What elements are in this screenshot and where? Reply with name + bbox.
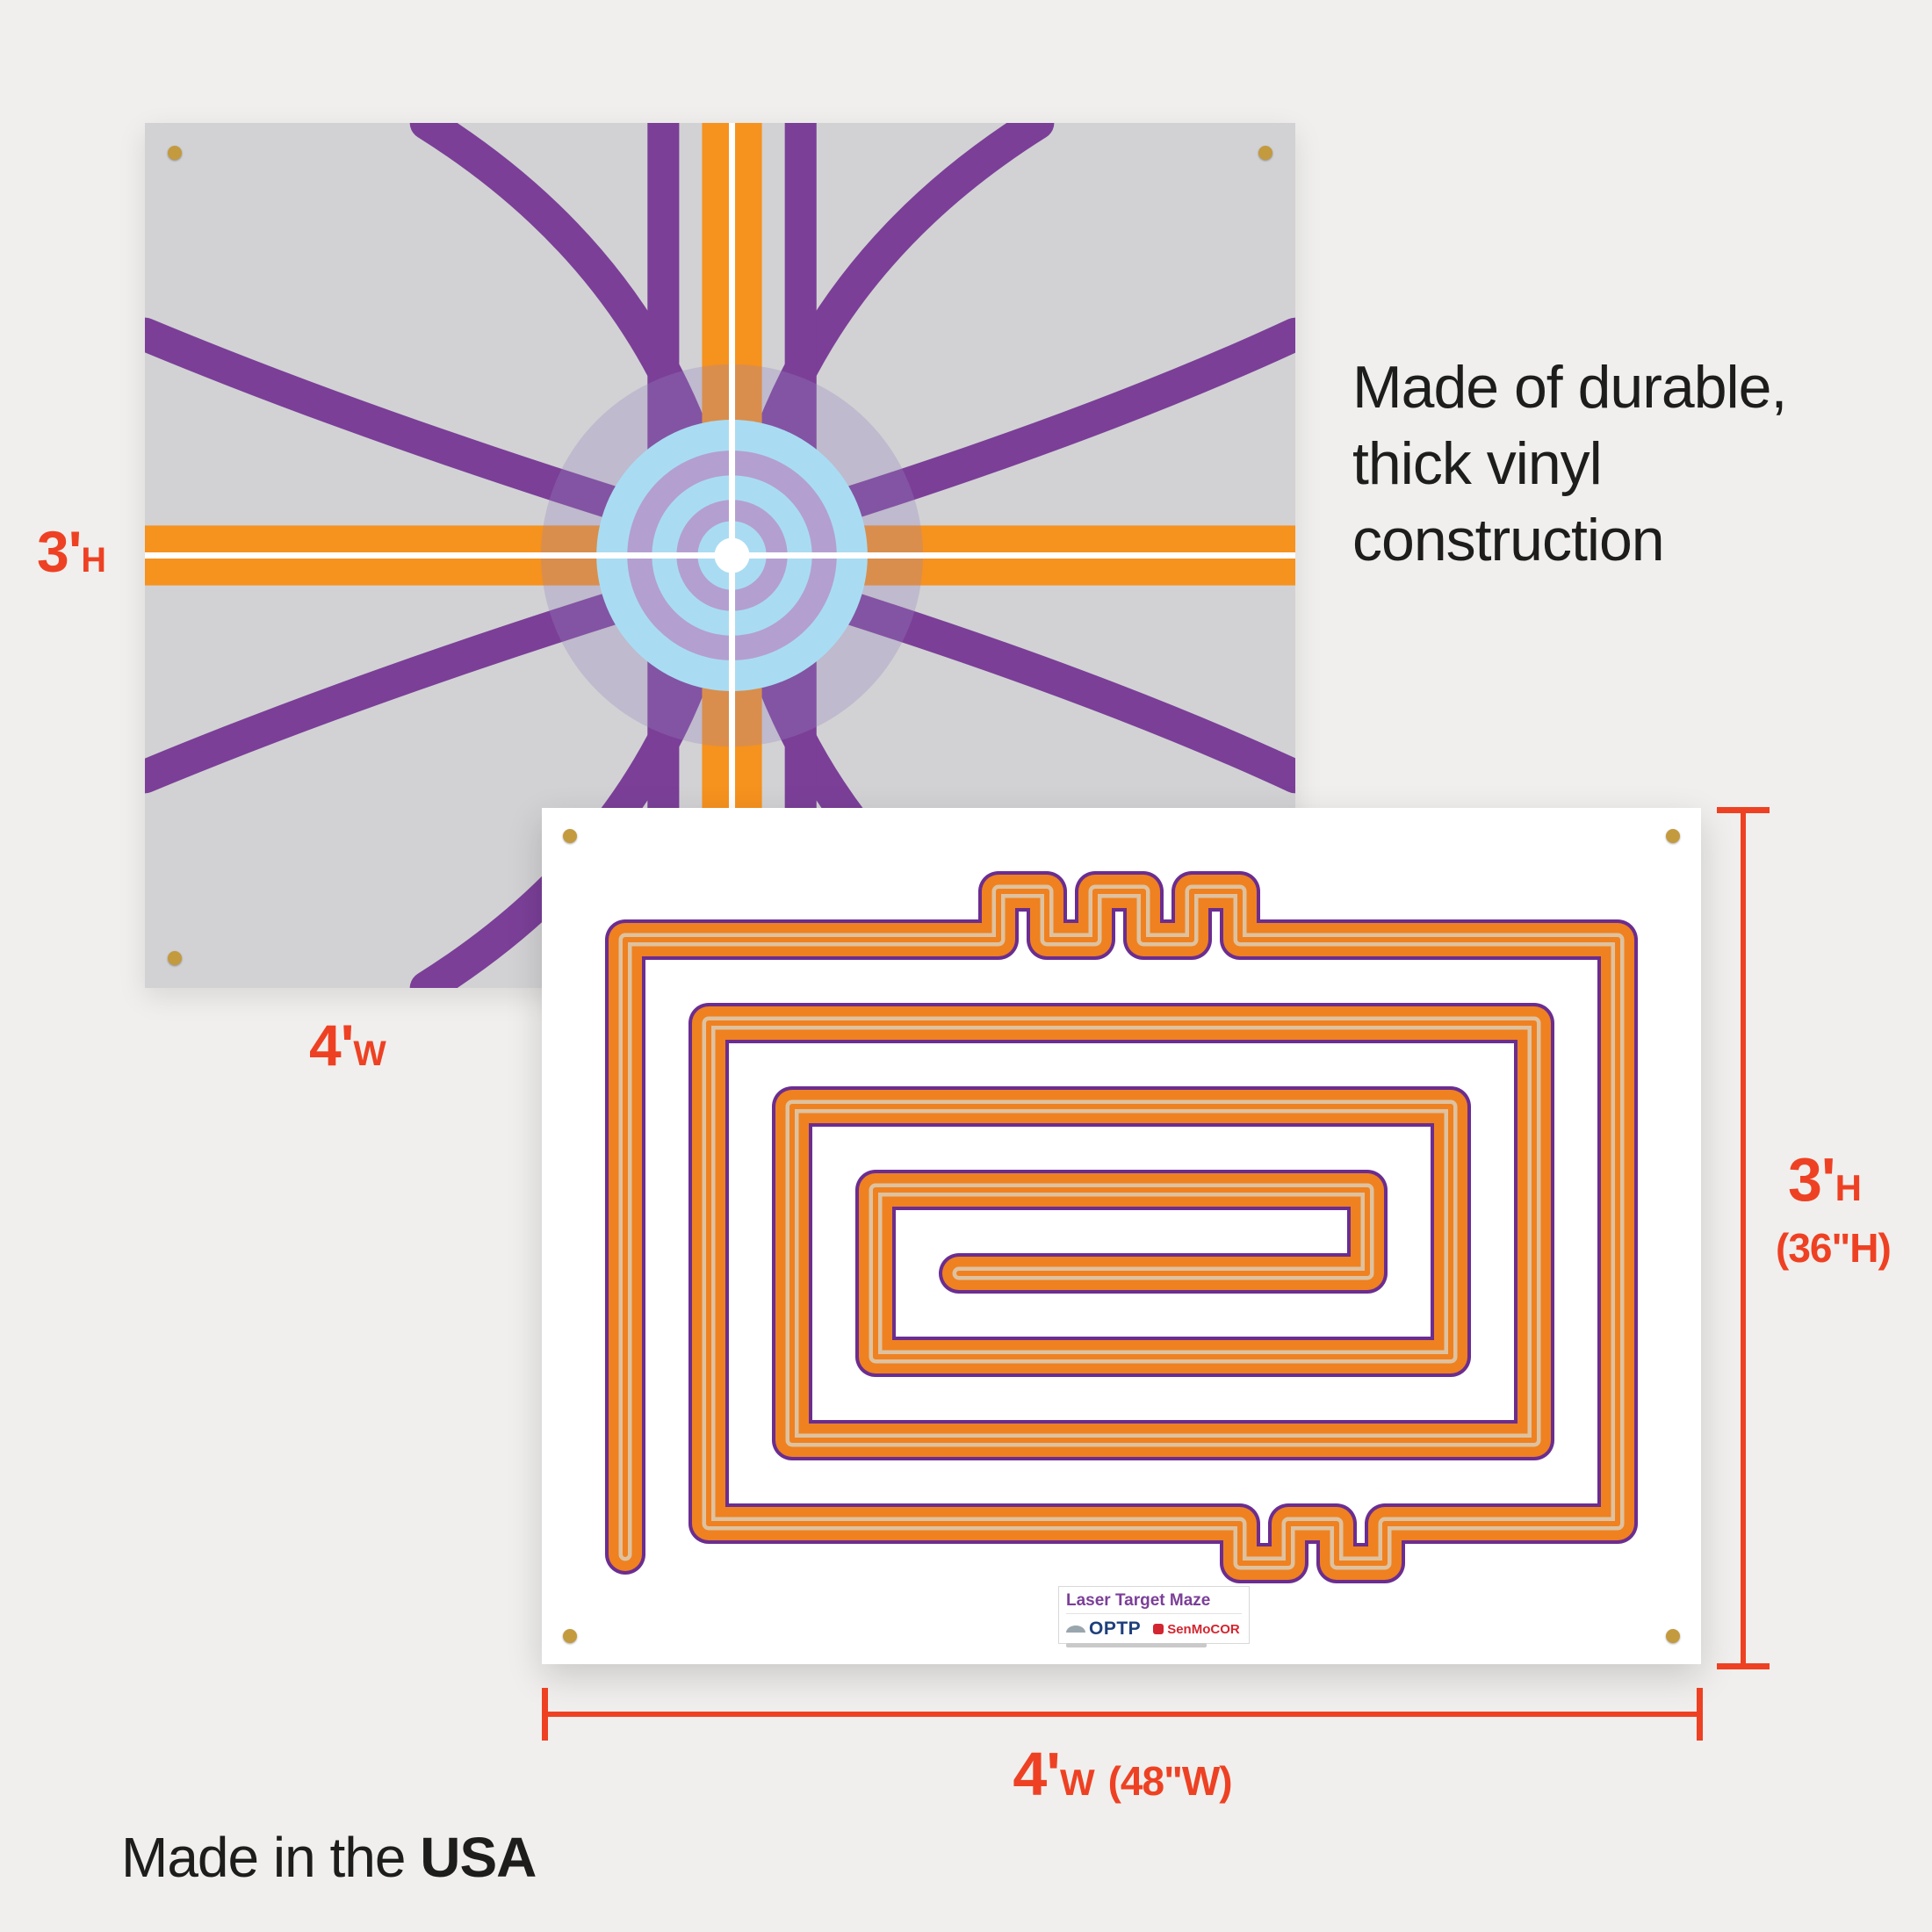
dimension-cap — [542, 1688, 548, 1741]
senmocor-logo-icon — [1153, 1624, 1164, 1634]
banner2-width-dimension-line — [542, 1688, 1703, 1741]
maze-path — [625, 891, 1618, 1563]
banner2-height-dimension-line — [1717, 807, 1770, 1669]
grommet — [168, 951, 182, 965]
grommet — [1666, 829, 1680, 843]
banner2-height-alt-label: (36"H) — [1776, 1225, 1892, 1271]
banner1-height-label: 3'H — [37, 519, 106, 584]
grommet — [168, 146, 182, 160]
dimension-cap — [1717, 1663, 1770, 1669]
grommet — [1666, 1629, 1680, 1643]
banner2-height-label: 3'H — [1788, 1145, 1862, 1214]
dimension-cap — [1717, 807, 1770, 813]
grommet — [563, 1629, 577, 1643]
fine-print-bar — [1066, 1643, 1207, 1647]
maze-banner: Laser Target Maze OPTP SenMoCOR — [542, 808, 1701, 1664]
brand-senmocor: SenMoCOR — [1153, 1622, 1240, 1637]
banner2-width-label: 4'W (48"W) — [1013, 1740, 1233, 1808]
target-banner — [145, 123, 1295, 988]
maze-title: Laser Target Maze — [1066, 1591, 1242, 1614]
banner2-width-alt-label: (48"W) — [1107, 1758, 1233, 1804]
maze-banner-graphic — [542, 808, 1701, 1664]
maze-label-card: Laser Target Maze OPTP SenMoCOR — [1058, 1586, 1250, 1647]
grommet — [1258, 146, 1272, 160]
crosshair-horizontal-line — [145, 551, 1295, 559]
optp-swoosh-icon — [1066, 1626, 1085, 1633]
made-in-usa: Made in the USA — [121, 1826, 537, 1889]
grommet — [563, 829, 577, 843]
durability-note: Made of durable, thick vinyl constructio… — [1352, 354, 1787, 574]
brand-optp: OPTP — [1066, 1618, 1141, 1640]
banner1-width-label: 4'W — [309, 1013, 386, 1078]
dimension-cap — [1697, 1688, 1703, 1741]
